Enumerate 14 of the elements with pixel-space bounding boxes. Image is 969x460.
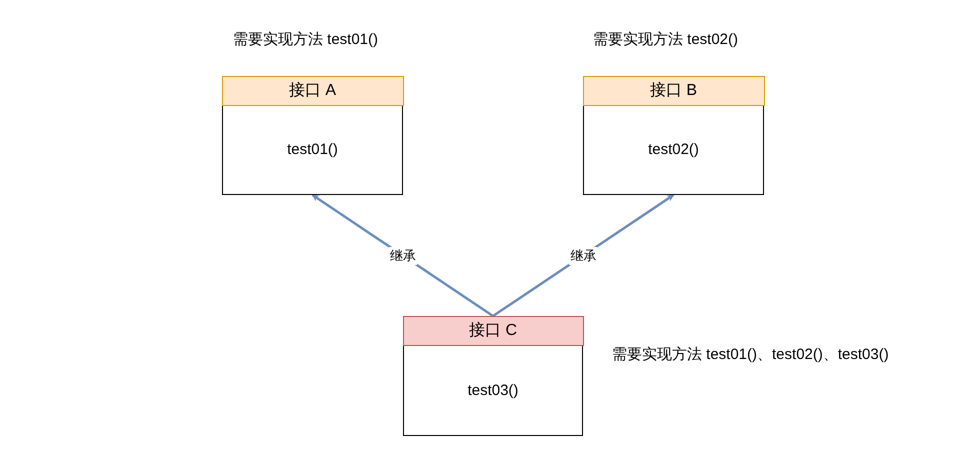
box-header: 接口 C	[402, 316, 584, 346]
box-header: 接口 B	[582, 76, 764, 106]
box-header: 接口 A	[222, 76, 404, 106]
note-text: 需要实现方法 test01()	[233, 30, 378, 49]
interface-box	[403, 316, 583, 436]
note-text: 需要实现方法 test02()	[593, 30, 738, 49]
edge-label: 继承	[569, 246, 598, 264]
method-text: test01()	[287, 141, 338, 158]
interface-box	[222, 76, 403, 195]
interface-box	[583, 76, 764, 195]
method-text: test03()	[468, 382, 518, 398]
edge-label: 继承	[388, 246, 417, 264]
note-text: 需要实现方法 test01()、test02()、test03()	[612, 345, 889, 364]
method-text: test02()	[648, 141, 699, 158]
